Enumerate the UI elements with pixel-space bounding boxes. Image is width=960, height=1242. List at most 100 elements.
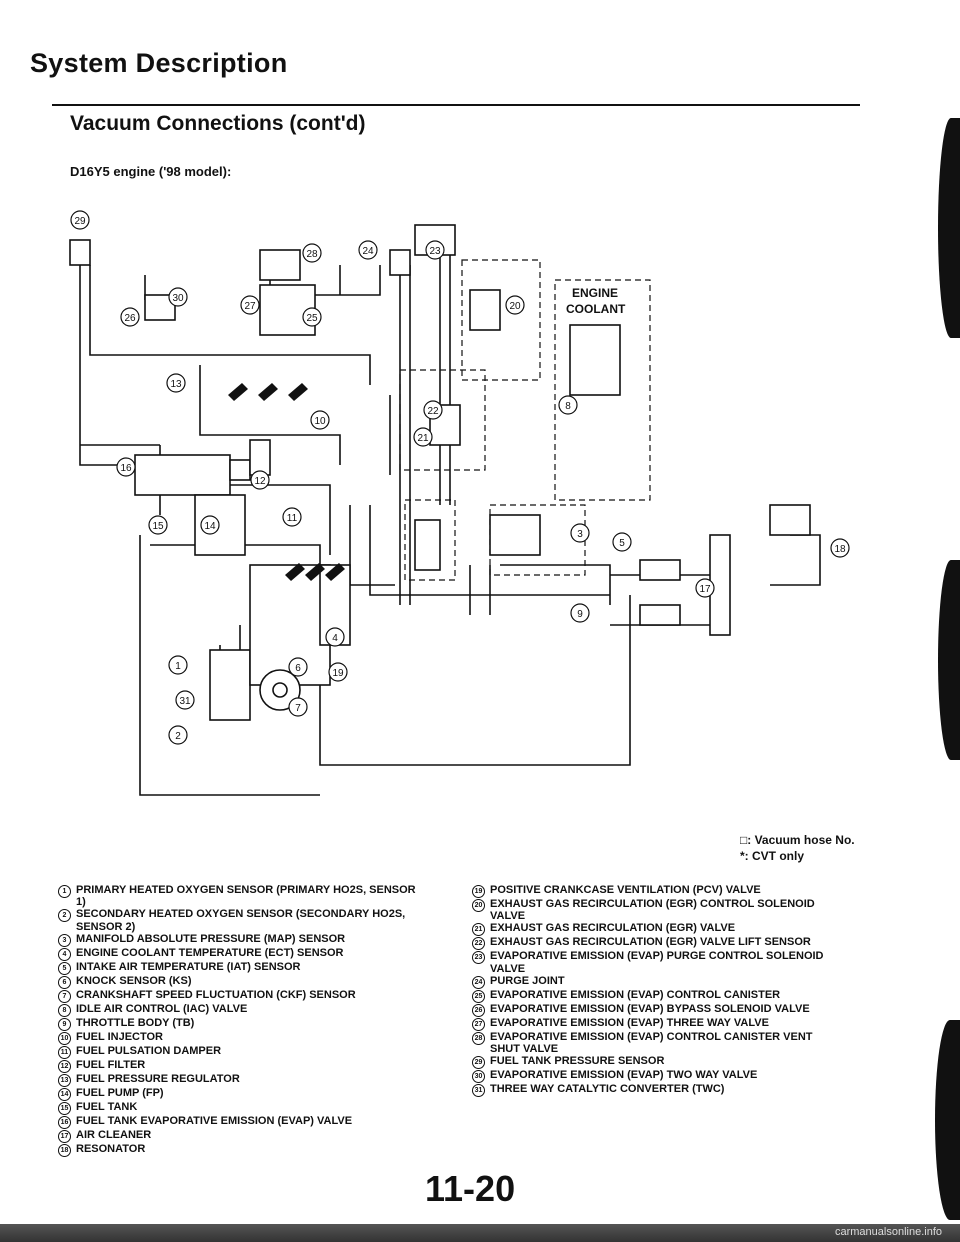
part-name: FUEL INJECTOR — [76, 1030, 163, 1043]
svg-text:19: 19 — [332, 668, 344, 679]
part-name: EVAPORATIVE EMISSION (EVAP) THREE WAY VA… — [490, 1016, 769, 1029]
binder-tab — [938, 560, 960, 760]
part-name: RESONATOR — [76, 1142, 146, 1155]
svg-text:25: 25 — [306, 313, 318, 324]
callout-26: 26 — [120, 307, 140, 327]
svg-text:5: 5 — [619, 538, 625, 549]
part-name: FUEL TANK EVAPORATIVE EMISSION (EVAP) VA… — [76, 1114, 353, 1127]
part-number: 28 — [472, 1031, 485, 1045]
part-name: AIR CLEANER — [76, 1128, 152, 1141]
callout-6: 6 — [288, 657, 308, 677]
part-number: 15 — [58, 1101, 71, 1115]
part-number: 8 — [58, 1003, 71, 1017]
part-number: 22 — [472, 937, 485, 951]
svg-text:20: 20 — [509, 301, 521, 312]
callout-10: 10 — [310, 410, 330, 430]
part-number: 6 — [58, 975, 71, 989]
parts-list-item: 22 EXHAUST GAS RECIRCULATION (EGR) VALVE … — [472, 936, 832, 951]
page-title: System Description — [30, 48, 288, 78]
part-name: FUEL PUMP (FP) — [76, 1086, 164, 1099]
part-number: 29 — [472, 1056, 485, 1070]
part-name: FUEL TANK — [76, 1100, 138, 1113]
part-number: 3 — [58, 933, 71, 947]
watermark: carmanualsonline.info — [834, 1226, 942, 1238]
svg-text:9: 9 — [577, 609, 583, 620]
vacuum-diagram: 29 28 24 23 30 25 27 26 20 13 10 22 21 8… — [69, 210, 850, 796]
part-name: CRANKSHAFT SPEED FLUCTUATION (CKF) SENSO… — [76, 988, 356, 1001]
svg-text:1: 1 — [175, 661, 181, 672]
callout-9: 9 — [570, 603, 590, 623]
part-name: FUEL PRESSURE REGULATOR — [76, 1072, 240, 1085]
callout-24: 24 — [358, 240, 378, 260]
part-number: 18 — [58, 1143, 71, 1157]
callout-31: 31 — [175, 690, 195, 710]
part-name: PRIMARY HEATED OXYGEN SENSOR (PRIMARY HO… — [76, 884, 416, 909]
part-name: EVAPORATIVE EMISSION (EVAP) TWO WAY VALV… — [490, 1069, 758, 1082]
part-number: 7 — [58, 989, 71, 1003]
part-number: 5 — [58, 961, 71, 975]
svg-text:28: 28 — [306, 249, 318, 260]
callout-14: 14 — [200, 515, 220, 535]
part-number: 21 — [472, 923, 485, 937]
callout-18: 18 — [830, 538, 850, 558]
page-number: 11-20 — [425, 1168, 516, 1209]
callout-2: 2 — [168, 725, 188, 745]
parts-list-item: 18 RESONATOR — [58, 1143, 418, 1157]
parts-list-item: 11 FUEL PULSATION DAMPER — [58, 1045, 418, 1059]
parts-list-item: 30 EVAPORATIVE EMISSION (EVAP) TWO WAY VA… — [472, 1069, 832, 1084]
part-name: EVAPORATIVE EMISSION (EVAP) PURGE CONTRO… — [490, 950, 824, 975]
svg-text:3: 3 — [577, 529, 583, 540]
part-name: IDLE AIR CONTROL (IAC) VALVE — [76, 1002, 248, 1015]
part-number: 25 — [472, 989, 485, 1003]
part-name: EVAPORATIVE EMISSION (EVAP) CONTROL CANI… — [490, 988, 781, 1001]
part-name: EXHAUST GAS RECIRCULATION (EGR) CONTROL … — [490, 898, 815, 923]
part-number: 4 — [58, 947, 71, 961]
coolant-label: COOLANT — [566, 302, 626, 316]
part-number: 11 — [58, 1045, 71, 1059]
parts-list-item: 15 FUEL TANK — [58, 1101, 418, 1115]
callout-27: 27 — [240, 295, 260, 315]
callout-3: 3 — [570, 523, 590, 543]
part-name: POSITIVE CRANKCASE VENTILATION (PCV) VAL… — [490, 884, 761, 896]
part-name: EXHAUST GAS RECIRCULATION (EGR) VALVE LI… — [490, 936, 811, 949]
part-name: PURGE JOINT — [490, 974, 565, 987]
engine-note: D16Y5 engine ('98 model): — [70, 164, 232, 179]
callout-23: 23 — [425, 240, 445, 260]
svg-text:17: 17 — [699, 584, 711, 595]
callout-29: 29 — [70, 210, 90, 230]
title-rule — [52, 104, 860, 106]
section-subtitle: Vacuum Connections (cont'd) — [70, 112, 366, 135]
part-number: 30 — [472, 1070, 485, 1084]
legend: □: Vacuum hose No. *: CVT only — [740, 832, 855, 864]
part-name: FUEL FILTER — [76, 1058, 146, 1071]
svg-text:6: 6 — [295, 663, 301, 674]
svg-text:16: 16 — [120, 463, 132, 474]
svg-text:23: 23 — [429, 246, 441, 257]
part-name: FUEL PULSATION DAMPER — [76, 1044, 222, 1057]
part-name: EVAPORATIVE EMISSION (EVAP) BYPASS SOLEN… — [490, 1002, 810, 1015]
callout-12: 12 — [250, 470, 270, 490]
callout-5: 5 — [612, 532, 632, 552]
legend-vacuum-hose: □: Vacuum hose No. — [740, 833, 855, 847]
callout-11: 11 — [282, 507, 302, 527]
svg-text:26: 26 — [124, 313, 136, 324]
svg-text:21: 21 — [417, 433, 429, 444]
callout-20: 20 — [505, 295, 525, 315]
engine-label: ENGINE — [572, 286, 618, 300]
part-number: 31 — [472, 1084, 485, 1098]
